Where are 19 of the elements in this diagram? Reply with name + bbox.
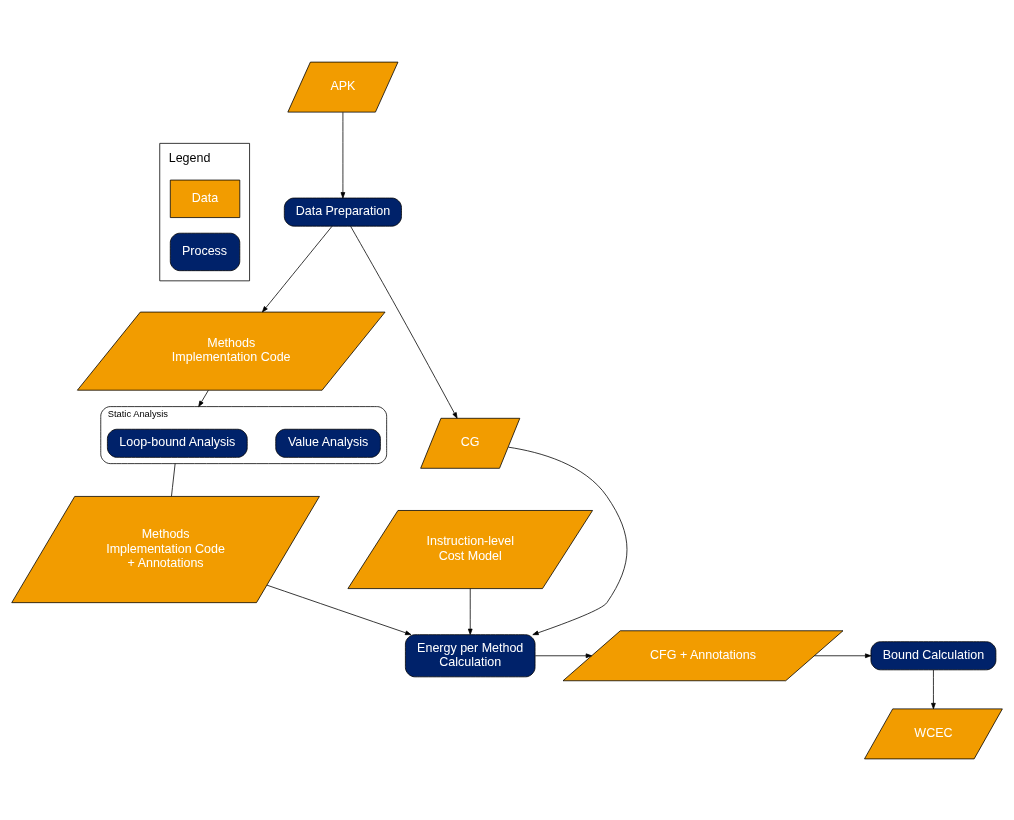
arrow [350, 225, 458, 419]
arrow [198, 389, 209, 407]
connector [171, 462, 176, 497]
legend-label: Process [182, 243, 228, 258]
arrow [814, 652, 872, 658]
node-box: Value Analysis [275, 428, 381, 458]
node-box: Loop-bound Analysis [107, 428, 248, 458]
legend-label: Data [191, 190, 219, 205]
arrow [262, 225, 333, 312]
node-box: Bound Calculation [870, 640, 997, 670]
arrow [508, 446, 628, 635]
arrow [467, 587, 473, 635]
arrow [340, 111, 346, 198]
node-box: Energy per Method Calculation [405, 633, 536, 677]
arrow [266, 584, 412, 635]
label: Legend [168, 150, 211, 165]
node-box: Data Preparation [283, 197, 402, 227]
arrow [931, 669, 936, 709]
arrow [534, 652, 592, 658]
